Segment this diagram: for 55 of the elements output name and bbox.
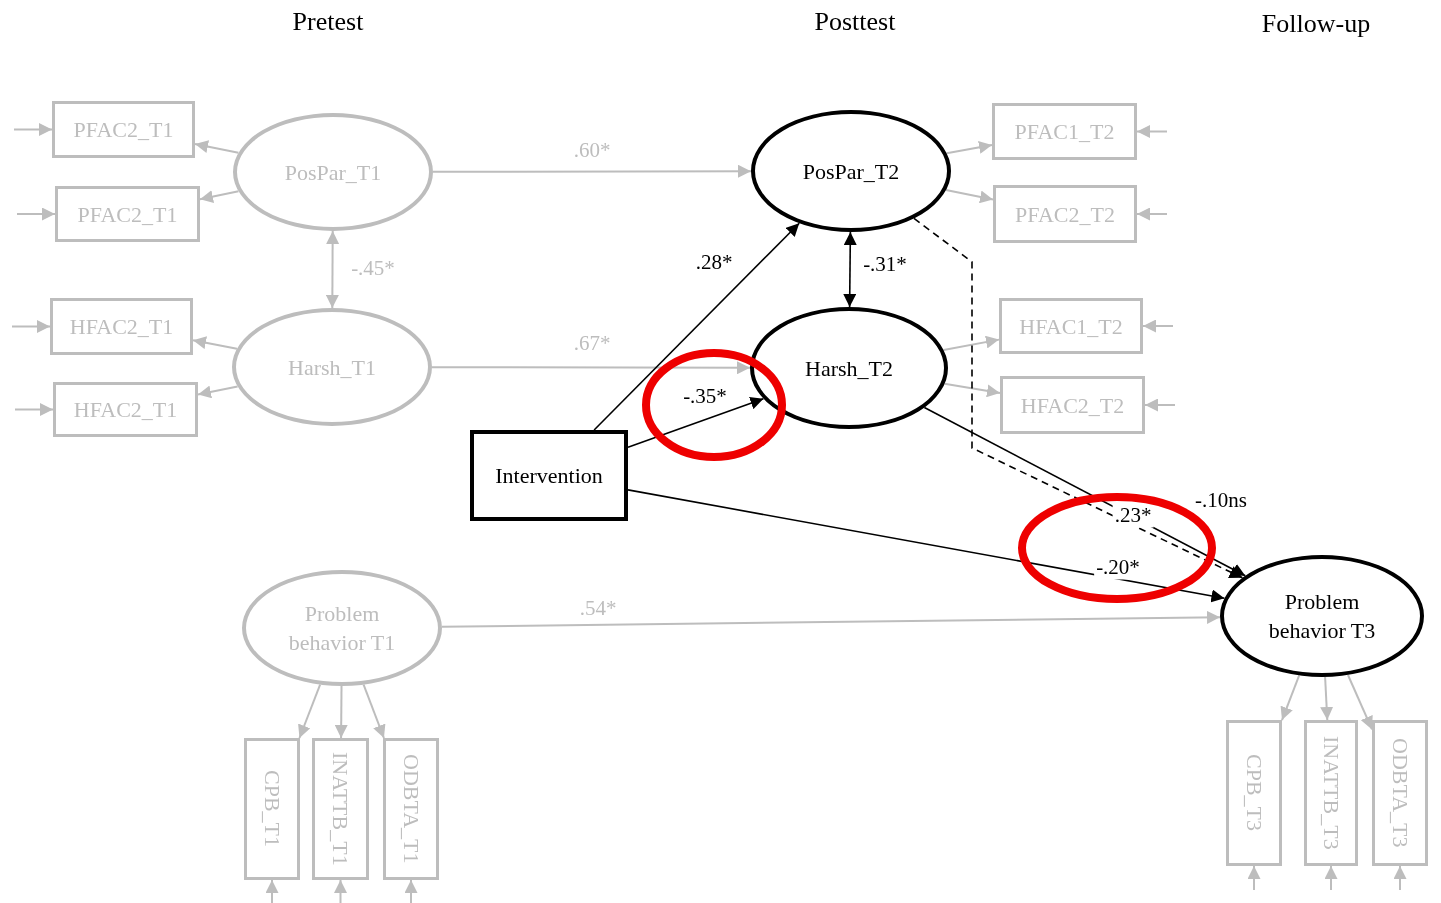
arrow xyxy=(593,222,801,431)
arrow xyxy=(362,683,386,739)
indicator-box: PFAC2_T1 xyxy=(52,101,195,158)
arrow xyxy=(1144,398,1176,412)
arrow xyxy=(1280,674,1301,722)
indicator-box: HFAC2_T1 xyxy=(53,382,198,437)
arrow xyxy=(1324,865,1338,891)
arrow xyxy=(334,879,347,903)
column-heading: Follow-up xyxy=(1261,9,1371,39)
arrow xyxy=(1320,675,1334,721)
column-heading: Pretest xyxy=(292,7,364,37)
arrow xyxy=(265,879,279,903)
arrow xyxy=(298,683,322,739)
arrow xyxy=(16,207,56,221)
arrow xyxy=(432,164,752,178)
indicator-box: PFAC1_T2 xyxy=(992,103,1137,160)
double-headed-arrow xyxy=(325,230,340,309)
arrow xyxy=(1347,674,1373,731)
arrow xyxy=(1136,125,1168,138)
indicator-box: HFAC1_T2 xyxy=(999,298,1143,354)
latent-variable-ellipse: PosPar_T1 xyxy=(233,113,433,231)
arrow xyxy=(14,403,54,416)
indicator-box: PFAC2_T1 xyxy=(55,186,200,242)
arrow xyxy=(627,489,1226,603)
coefficient-label: .23* xyxy=(1112,502,1154,528)
latent-variable-ellipse: Problem behavior T3 xyxy=(1220,555,1424,677)
arrow xyxy=(441,610,1221,628)
indicator-box: CPB_T3 xyxy=(1226,720,1282,866)
indicator-box: CPB_T1 xyxy=(244,738,300,880)
arrow xyxy=(404,879,418,903)
intervention-box: Intervention xyxy=(470,430,628,521)
indicator-box: HFAC2_T1 xyxy=(50,298,193,355)
latent-variable-ellipse: Problem behavior T1 xyxy=(242,570,442,686)
latent-variable-ellipse: Harsh_T2 xyxy=(750,307,948,429)
indicator-box: PFAC2_T2 xyxy=(993,185,1137,243)
indicator-box: HFAC2_T2 xyxy=(1000,376,1145,434)
arrow xyxy=(1393,865,1407,891)
arrow xyxy=(334,685,348,739)
arrow xyxy=(11,320,51,333)
arrow xyxy=(1136,207,1168,221)
arrow xyxy=(1142,319,1174,333)
indicator-box: ODBTA_T3 xyxy=(1372,720,1428,866)
column-heading: Posttest xyxy=(814,7,896,37)
arrow xyxy=(1247,865,1261,891)
arrow xyxy=(942,335,1000,352)
indicator-box: INATTB_T3 xyxy=(1304,720,1358,866)
arrow xyxy=(431,361,751,375)
indicator-box: ODBTA_T1 xyxy=(383,738,439,880)
arrow xyxy=(13,123,53,136)
double-headed-arrow xyxy=(843,231,857,308)
latent-variable-ellipse: PosPar_T2 xyxy=(751,110,951,232)
dashed-arrow xyxy=(913,217,1244,579)
arrow xyxy=(945,140,993,155)
indicator-box: INATTB_T1 xyxy=(312,738,369,880)
latent-variable-ellipse: Harsh_T1 xyxy=(232,308,432,426)
